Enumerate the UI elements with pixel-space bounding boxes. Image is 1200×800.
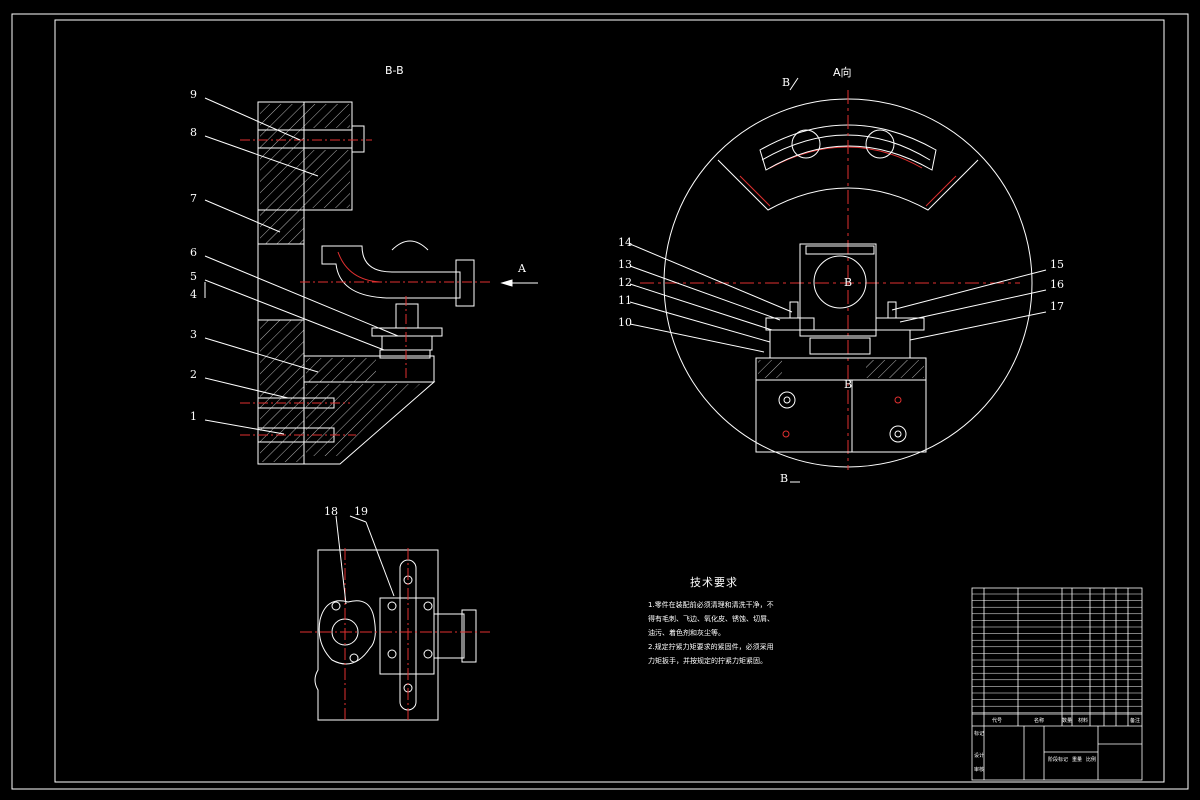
part-number: 2 [190, 368, 197, 381]
title-block-rows [972, 593, 1142, 714]
part-number: 13 [618, 258, 632, 271]
part-number: 15 [1050, 258, 1064, 271]
part-number: 9 [190, 88, 197, 101]
section-mark-top: B [782, 76, 791, 89]
tech-requirement-line: 1.零件在装配前必须清理和清洗干净，不得有毛刺、飞边、氧化皮、锈蚀、切屑、油污、… [648, 601, 774, 637]
tb-design: 设计 [974, 753, 985, 759]
view-a [629, 77, 1047, 483]
tb-review: 审核 [974, 767, 985, 773]
title-block [971, 587, 1143, 781]
tech-requirement-line: 2.规定拧紧力矩要求的紧固件，必须采用力矩扳手，并按规定的拧紧力矩紧固。 [648, 643, 774, 665]
part-number: 7 [190, 192, 197, 205]
side-label-b: B [844, 378, 853, 391]
tb-header-code: 代号 [992, 718, 1003, 724]
section-view-bb [204, 97, 538, 465]
part-number: 3 [190, 328, 197, 341]
center-label: B [844, 276, 853, 289]
part-number: 12 [618, 276, 632, 289]
tb-weight: 重量 [1072, 757, 1083, 763]
outer-border [11, 13, 1189, 790]
tb-scale: 比例 [1086, 757, 1097, 763]
part-number: 14 [618, 236, 632, 249]
part-number: 19 [354, 505, 368, 518]
part-number: 4 [190, 288, 197, 301]
part-number: 5 [190, 270, 197, 283]
part-number: 1 [190, 410, 197, 423]
tb-header-qty: 数量 [1062, 718, 1073, 724]
tb-header-material: 材料 [1078, 718, 1089, 724]
section-title: B-B [385, 64, 404, 77]
tech-requirements-body: 1.零件在装配前必须清理和清洗干净，不得有毛刺、飞边、氧化皮、锈蚀、切屑、油污、… [648, 598, 778, 668]
part-number: 16 [1050, 278, 1064, 291]
tb-sign: 标记 [974, 731, 985, 737]
part-number: 18 [324, 505, 338, 518]
part-number: 11 [618, 294, 632, 307]
tech-requirements-title: 技术要求 [690, 576, 738, 589]
inner-border [54, 19, 1165, 783]
arrow-label: A [518, 262, 526, 275]
section-mark-bottom: B [780, 472, 789, 485]
part-number: 17 [1050, 300, 1064, 313]
tb-stage: 阶段标记 [1048, 757, 1069, 763]
part-number: 6 [190, 246, 197, 259]
tb-header-note: 备注 [1130, 718, 1141, 724]
tb-header-name: 名称 [1034, 718, 1045, 724]
part-number: 8 [190, 126, 197, 139]
part-number: 10 [618, 316, 632, 329]
plan-view [300, 515, 490, 721]
view-title: A向 [833, 66, 852, 79]
